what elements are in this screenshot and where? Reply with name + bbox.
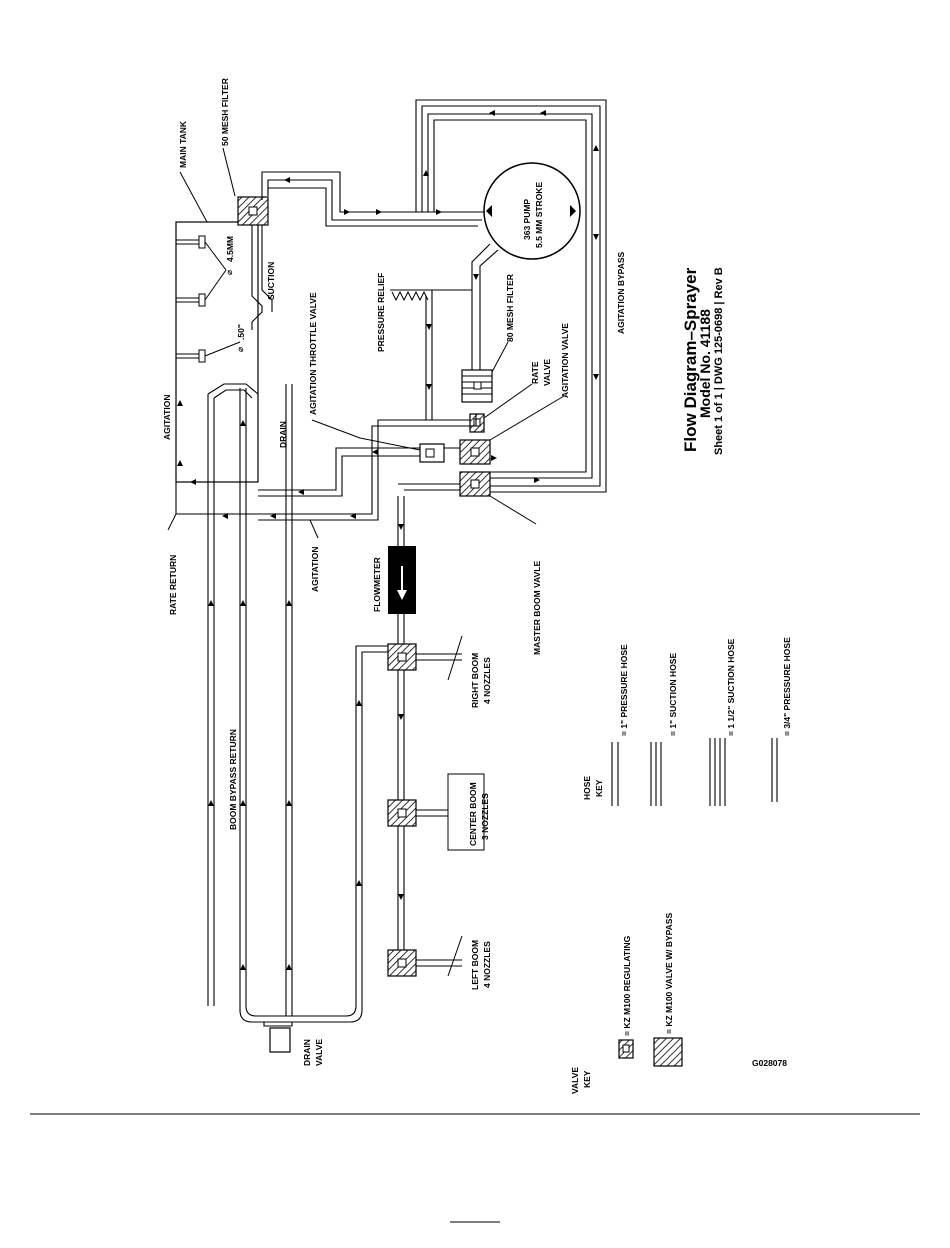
hose-key-pressure-34in: [771, 738, 778, 802]
rate-return-label: RATE RETURN: [168, 555, 178, 615]
main-tank: [175, 221, 259, 483]
agitation-jets: [176, 235, 241, 363]
loop-arrows: [284, 110, 599, 483]
agitation-valve: [459, 439, 491, 465]
pressure-relief-valve: [390, 289, 472, 420]
mesh-filter-80: [461, 369, 493, 403]
master-boom-valve: [459, 471, 491, 497]
bypass-arrows: [208, 420, 362, 970]
agit-bypass-label: AGITATION BYPASS: [616, 252, 626, 335]
agit-throttle-label: AGITATION THROTTLE VALVE: [308, 292, 318, 415]
valve-key-heading-2: KEY: [582, 1070, 592, 1088]
drain-valve: [263, 1022, 293, 1053]
left-boom-label-2: 4 NOZZLES: [482, 941, 492, 988]
hose-key-suction-1in: [650, 742, 662, 806]
suction-hose-to-pump: [261, 171, 490, 227]
pressure-relief-label: PRESSURE RELIEF: [376, 273, 386, 352]
right-boom-label-1: RIGHT BOOM: [470, 653, 480, 708]
valve-key-bypass-icon: [653, 1037, 683, 1067]
rate-valve-label-1: RATE: [530, 361, 540, 384]
center-boom-label-1: CENTER BOOM: [468, 782, 478, 846]
hose-key-heading-2: KEY: [594, 779, 604, 797]
title-main: Flow Diagram–Sprayer: [681, 267, 700, 452]
valve-key-regulating-icon: [618, 1039, 634, 1059]
hose-key-item-2: = 1" SUCTION HOSE: [668, 653, 678, 736]
right-boom-valve: [387, 643, 462, 671]
boom-bypass-label: BOOM BYPASS RETURN: [228, 729, 238, 830]
diameter-50-symbol: ⌀: [235, 347, 245, 352]
pump-label-1: 363 PUMP: [522, 199, 532, 240]
diameter-45-symbol: ⌀: [224, 270, 234, 275]
agitation-throttle-valve: [419, 443, 445, 463]
mesh-filter-50: [237, 196, 269, 226]
boom-bypass-return: [239, 384, 388, 1023]
agitation-left-label: AGITATION: [162, 395, 172, 440]
rate-valve: [469, 413, 485, 433]
drain-valve-label-2: VALVE: [314, 1039, 324, 1066]
mesh80-label: 80 MESH FILTER: [505, 274, 515, 342]
right-boom-label-2: 4 NOZZLES: [482, 657, 492, 704]
center-boom-label-2: 3 NOZZLES: [480, 793, 490, 840]
hose-key-item-1: = 1" PRESSURE HOSE: [619, 644, 629, 736]
hose-key-item-3: = 1 1/2" SUCTION HOSE: [726, 638, 736, 736]
drain-label: DRAIN: [278, 421, 288, 448]
title-sheet: Sheet 1 of 1 | DWG 125-0698 | Rev B: [713, 267, 725, 455]
hose-key-item-4: = 3/4" PRESSURE HOSE: [782, 637, 792, 736]
valve-key-heading-1: VALVE: [570, 1067, 580, 1094]
agit-valve-label: AGITATION VALVE: [560, 323, 570, 398]
main-tank-label: MAIN TANK: [178, 120, 188, 168]
master-boom-label: MASTER BOOM VAVLE: [532, 561, 542, 655]
hose-key-pressure-1in: [611, 742, 619, 806]
valve-key-item-1: = KZ M100 REGULATING: [622, 935, 632, 1036]
drain-valve-label-1: DRAIN: [302, 1039, 312, 1066]
hose-key-suction-15in: [709, 738, 726, 806]
agitation-bypass-loop: [415, 99, 607, 493]
mesh50-label: 50 MESH FILTER: [220, 78, 230, 146]
pump: [483, 162, 581, 260]
center-boom-valve: [387, 799, 448, 827]
valve-key-item-2: = KZ M100 VALVE W/ BYPASS: [664, 913, 674, 1034]
flowmeter-label: FLOWMETER: [372, 557, 382, 612]
left-boom-valve: [387, 949, 462, 977]
hose-key-heading-1: HOSE: [582, 776, 592, 800]
agitation-mid-label: AGITATION: [310, 547, 320, 592]
d50-label: .50": [236, 324, 246, 340]
title-model: Model No. 41188: [697, 309, 713, 418]
rate-valve-label-2: VALVE: [542, 359, 552, 386]
left-boom-label-1: LEFT BOOM: [470, 940, 480, 990]
figure-id: G028078: [752, 1058, 787, 1068]
agitation-return-lines: [190, 414, 477, 521]
pump-label-2: 5.5 MM STROKE: [534, 182, 544, 248]
flowmeter: [388, 546, 416, 614]
suction-label: SUCTION: [266, 262, 276, 300]
d45-label: 4.5MM: [225, 236, 235, 262]
